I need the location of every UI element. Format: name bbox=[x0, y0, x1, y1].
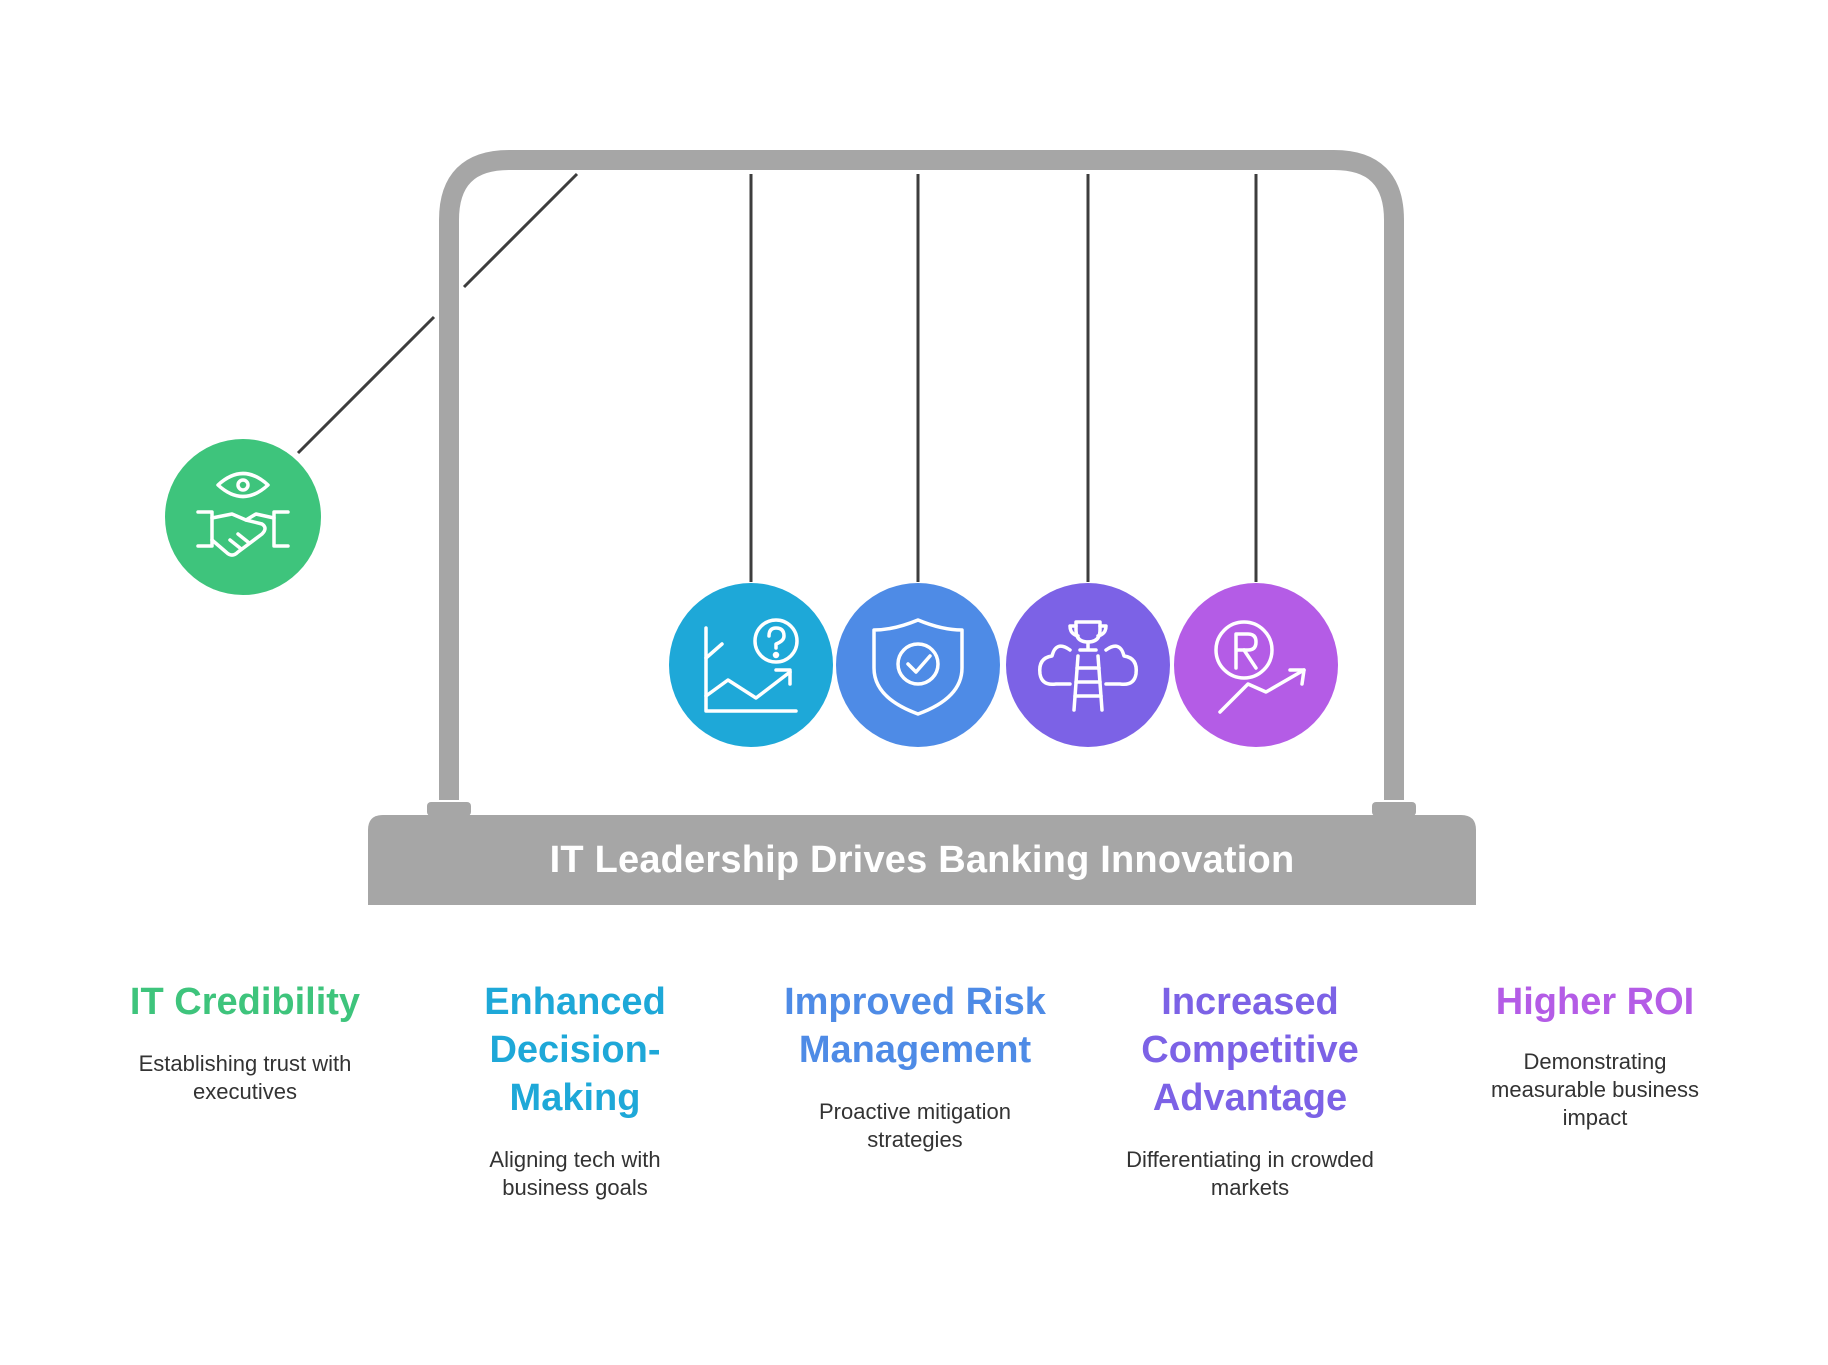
item-description: Aligning tech with business goals bbox=[489, 1147, 661, 1200]
frame-foot-right bbox=[1372, 802, 1416, 816]
chart-question-icon bbox=[704, 618, 799, 713]
item-enhanced-decision-making: Enhanced Decision-Making Aligning tech w… bbox=[450, 978, 700, 1202]
eye-handshake-icon bbox=[196, 471, 290, 557]
ball-1 bbox=[165, 439, 321, 595]
item-title: Higher ROI bbox=[1495, 981, 1695, 1023]
item-description: Proactive mitigation strategies bbox=[819, 1099, 1011, 1152]
ball-3 bbox=[836, 583, 1000, 747]
item-higher-roi: Higher ROI Demonstrating measurable busi… bbox=[1450, 978, 1740, 1132]
string-1-lower bbox=[296, 315, 436, 455]
item-title: Increased Competitive Advantage bbox=[1141, 981, 1359, 1119]
ball-2 bbox=[669, 583, 833, 747]
frame-foot-left bbox=[427, 802, 471, 816]
item-description: Demonstrating measurable business impact bbox=[1491, 1049, 1699, 1130]
item-improved-risk-management: Improved Risk Management Proactive mitig… bbox=[760, 978, 1070, 1154]
item-title: Improved Risk Management bbox=[784, 981, 1046, 1071]
rand-growth-icon bbox=[1214, 620, 1306, 714]
cradle-base bbox=[368, 815, 1476, 905]
item-title: IT Credibility bbox=[129, 981, 361, 1023]
item-it-credibility: IT Credibility Establishing trust with e… bbox=[100, 978, 390, 1106]
item-increased-competitive-advantage: Increased Competitive Advantage Differen… bbox=[1110, 978, 1390, 1202]
ball-4 bbox=[1006, 583, 1170, 747]
diagram-title: IT Leadership Drives Banking Innovation bbox=[549, 838, 1295, 881]
ball-5 bbox=[1174, 583, 1338, 747]
shield-check-icon bbox=[872, 618, 964, 716]
item-description: Establishing trust with executives bbox=[138, 1051, 352, 1104]
string-1 bbox=[462, 172, 579, 289]
item-title: Enhanced Decision-Making bbox=[484, 981, 666, 1119]
item-description: Differentiating in crowded markets bbox=[1126, 1147, 1374, 1200]
trophy-ladder-icon bbox=[1038, 620, 1138, 712]
cradle-frame bbox=[439, 150, 1404, 800]
